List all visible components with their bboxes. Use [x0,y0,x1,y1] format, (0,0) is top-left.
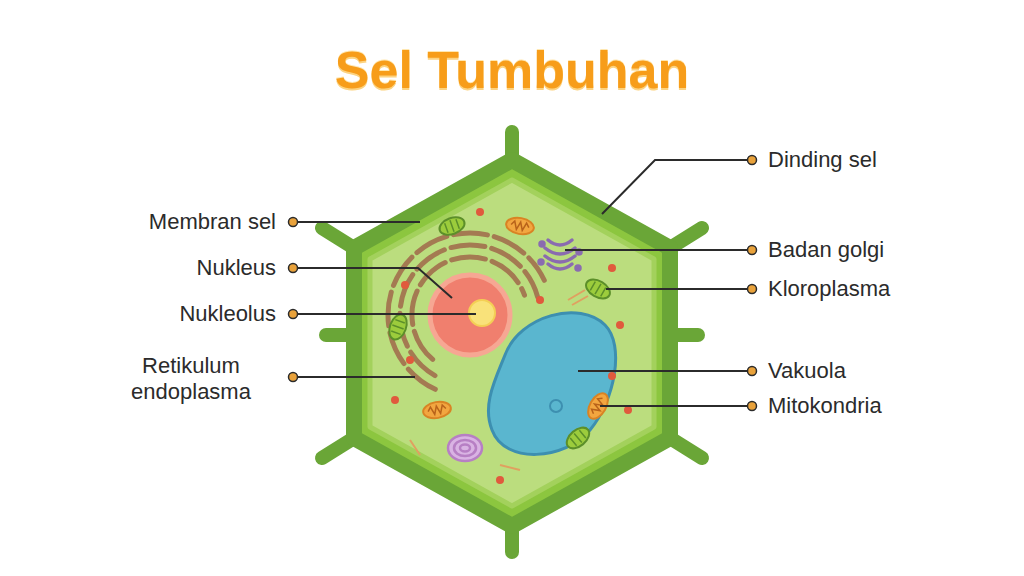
lysosome [448,435,482,461]
part-label: Badan golgi [768,237,884,263]
cell-membrane [370,180,654,506]
part-label: Kloroplasma [768,276,890,302]
part-label: Nukleolus [179,301,276,327]
mitochondria [422,216,612,422]
part-label: Dinding sel [768,147,877,173]
leader-dots [289,156,757,411]
vacuole [488,313,615,455]
part-label: Retikulum endoplasma [106,353,276,406]
golgi-body [539,240,581,270]
title: Sel Tumbuhan [335,40,689,100]
leader-lines [293,160,752,406]
part-label: Vakuola [768,358,846,384]
vacuole-detail [550,400,562,412]
cell-wall [354,160,670,526]
part-label: Membran sel [149,209,276,235]
cytoskeleton [410,290,588,470]
part-label: Nukleus [197,255,276,281]
part-label: Mitokondria [768,393,882,419]
wall-stubs [322,132,702,552]
